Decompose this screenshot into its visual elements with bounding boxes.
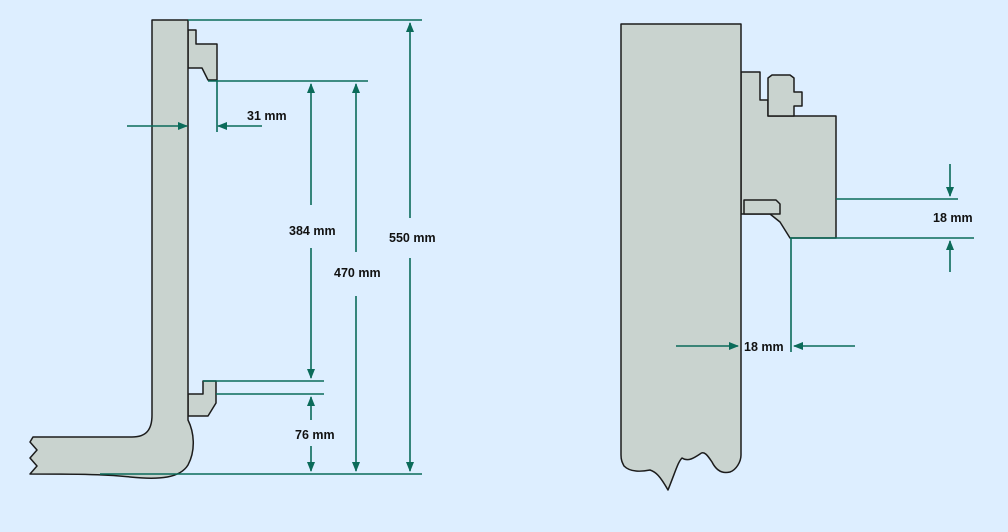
lower-hook-bracket [187,380,217,417]
upper-span-label: 384 mm [289,224,336,238]
thickness-label: 31 mm [247,109,287,123]
lower-hook-label: 76 mm [295,428,335,442]
mid-span-label: 470 mm [334,266,381,280]
upper-hook-bracket [187,29,218,81]
hook-gap-label: 18 mm [933,211,973,225]
hook-top-clip [767,74,803,117]
right-view: 18 mm 18 mm [620,23,974,491]
fork-shank-and-blade [29,19,194,479]
carriage-bar [620,23,742,491]
hook-bottom-clip [743,199,781,215]
hook-offset-label: 18 mm [744,340,784,354]
left-view: 31 mm 384 mm 76 mm 470 mm 550 mm [29,19,436,479]
overall-height-label: 550 mm [389,231,436,245]
